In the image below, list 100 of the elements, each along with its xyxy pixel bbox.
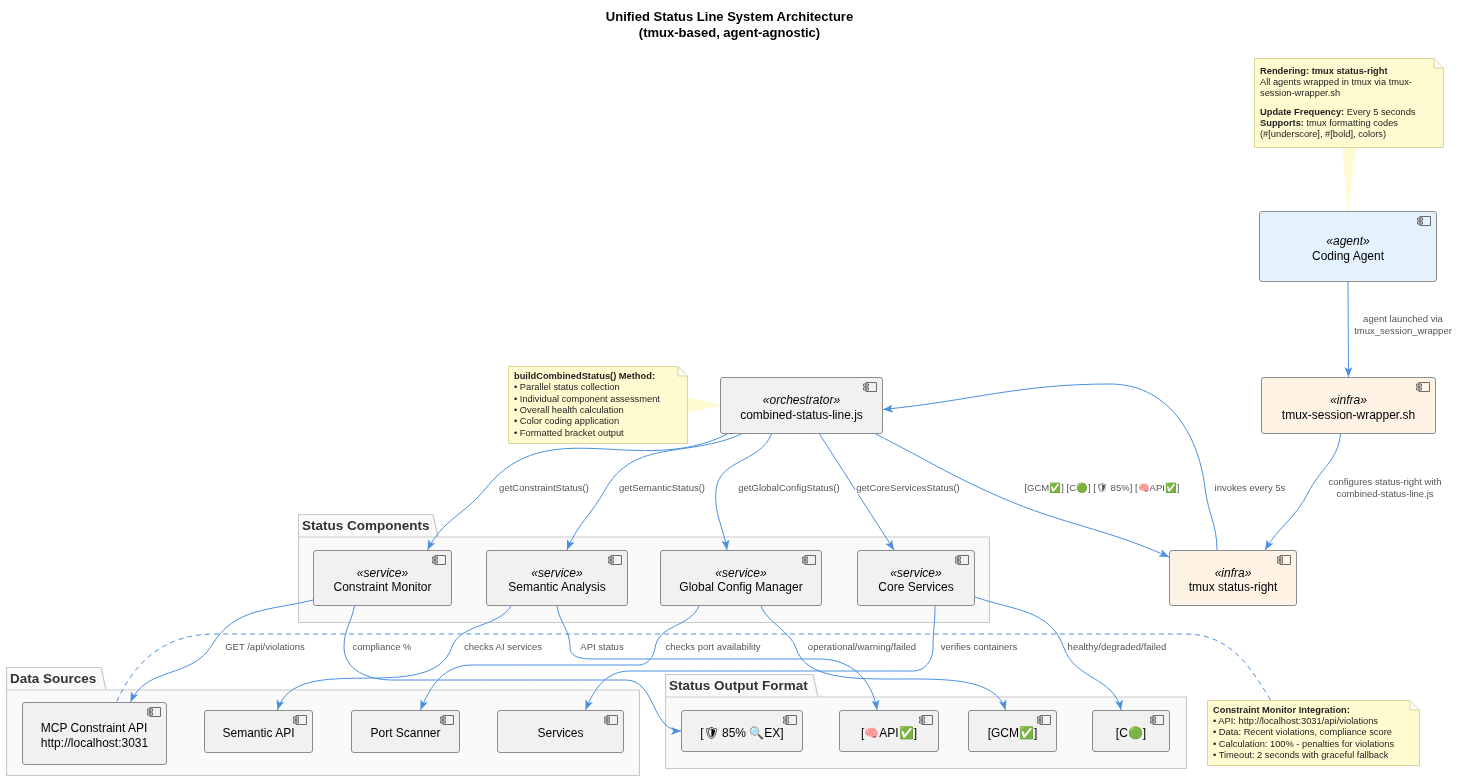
note-text: All agents wrapped in tmux via tmux-session-wrapper.sh <box>1260 76 1413 100</box>
stereotype-text: «agent» <box>1326 234 1370 249</box>
edge-label: invokes every 5s <box>1213 482 1287 494</box>
note-text: Update Frequency: Every 5 seconds <box>1260 106 1417 118</box>
note-text: • Color coding application <box>514 416 621 428</box>
stereotype-text: «service» <box>890 565 942 580</box>
arrow <box>343 605 682 734</box>
arrow <box>427 433 728 551</box>
stereotype-text: «orchestrator» <box>762 393 841 408</box>
arrow <box>1344 281 1353 378</box>
status-text: [C🟢] <box>1115 725 1147 741</box>
component-box <box>497 710 624 753</box>
arrow <box>585 605 936 711</box>
package-title: Status Components <box>302 517 430 534</box>
stereotype-text: «infra» <box>1330 393 1367 408</box>
component-title: Core Services <box>878 580 954 595</box>
edge-label: compliance % <box>351 641 413 653</box>
arrow <box>130 599 314 703</box>
arrow <box>974 596 1122 711</box>
edge-label: getConstraintStatus() <box>498 482 590 494</box>
arrow <box>556 605 879 711</box>
arrow <box>566 433 742 551</box>
edge-label: healthy/degraded/failed <box>1066 641 1168 653</box>
url-text: http://localhost:3031 <box>40 735 149 750</box>
component-box <box>681 710 803 752</box>
component-title: combined-status-line.js <box>740 407 863 422</box>
arrow <box>420 605 700 711</box>
component-title: Port Scanner <box>370 726 441 741</box>
component-title: MCP Constraint API <box>40 721 148 736</box>
status-text: [GCM✅] <box>987 725 1038 741</box>
component-title: Semantic Analysis <box>508 580 606 595</box>
note-text: Supports: tmux formatting codes (#[underscore], #[bold], colors) <box>1260 117 1399 141</box>
component-box <box>1259 211 1437 282</box>
note-pointer <box>687 397 721 413</box>
arrow <box>715 433 772 551</box>
component-title: Semantic API <box>222 726 295 741</box>
component-box <box>968 710 1057 752</box>
edge-label: agent launched via tmux_session_wrapper <box>1351 312 1455 336</box>
edge-label: getSemanticStatus() <box>617 482 707 494</box>
edge-label: getGlobalConfigStatus() <box>737 482 841 494</box>
note-heading: Rendering: tmux status-right <box>1260 65 1389 77</box>
component-box <box>1169 550 1297 606</box>
component-title: tmux status-right <box>1188 580 1278 595</box>
arrow <box>760 605 1006 711</box>
note-text: • Calculation: 100% - penalties for violations <box>1213 738 1396 750</box>
note-text: • API: http://localhost:3031/api/violations <box>1213 716 1380 728</box>
component-title: Global Config Manager <box>679 580 803 595</box>
arrow <box>882 383 1218 551</box>
component-box <box>204 710 313 753</box>
note-text: • Parallel status collection <box>514 382 621 394</box>
component-box <box>720 377 883 434</box>
edge-label: checks port availability <box>664 641 762 653</box>
component-title: tmux-session-wrapper.sh <box>1281 407 1416 422</box>
note-text: • Overall health calculation <box>514 405 625 417</box>
edge-label: GET /api/violations <box>224 641 306 653</box>
stereotype-text: «service» <box>531 565 583 580</box>
stereotype-text: «service» <box>715 565 767 580</box>
note-text: • Individual component assessment <box>514 393 661 405</box>
arrow <box>819 433 895 551</box>
stereotype-text: «service» <box>356 565 409 580</box>
component-box <box>313 550 452 606</box>
edge-label: API status <box>579 641 625 653</box>
component-box <box>22 702 167 765</box>
edge-label: [GCM✅] [C🟢] [🛡 85%] [🧠API✅] <box>1023 482 1181 494</box>
status-text: [🛡 85% 🔍EX] <box>700 725 784 741</box>
component-box <box>486 550 628 606</box>
component-title: Coding Agent <box>1311 248 1385 263</box>
component-box <box>857 550 975 606</box>
note-text: • Formatted bracket output <box>514 427 625 439</box>
note-heading: buildCombinedStatus() Method: <box>514 371 656 383</box>
note-text: • Data: Recent violations, compliance score <box>1213 727 1393 739</box>
note <box>508 366 688 444</box>
arrow <box>277 605 512 711</box>
component-box <box>1092 710 1170 752</box>
component-title: Services <box>537 726 584 741</box>
package <box>298 514 990 623</box>
edge-label: operational/warning/failed <box>806 641 918 653</box>
status-text: [🧠API✅] <box>861 725 917 741</box>
package <box>665 674 1187 769</box>
arrow <box>1264 433 1341 551</box>
package <box>6 667 640 776</box>
component-box <box>351 710 460 753</box>
title: Unified Status Line System Architecture (tmux-based, agent-agnostic) <box>604 9 855 41</box>
package-title: Status Output Format <box>669 677 808 694</box>
edge-label: checks AI services <box>462 641 544 653</box>
component-box <box>839 710 939 752</box>
edge-label: getCoreServicesStatus() <box>855 482 961 494</box>
note-pointer <box>1342 147 1356 212</box>
component-title: Constraint Monitor <box>333 580 432 595</box>
component-box <box>1261 377 1436 434</box>
note-text: • Timeout: 2 seconds with graceful fallback <box>1213 749 1390 762</box>
arrow <box>875 433 1170 558</box>
note <box>1254 58 1444 148</box>
note <box>1207 700 1420 766</box>
edge-label: verifies containers <box>939 641 1019 653</box>
component-box <box>660 550 822 606</box>
package-title: Data Sources <box>10 670 97 687</box>
note-heading: Constraint Monitor Integration: <box>1213 704 1351 717</box>
dashed-line <box>116 633 1271 703</box>
stereotype-text: «infra» <box>1214 565 1252 580</box>
